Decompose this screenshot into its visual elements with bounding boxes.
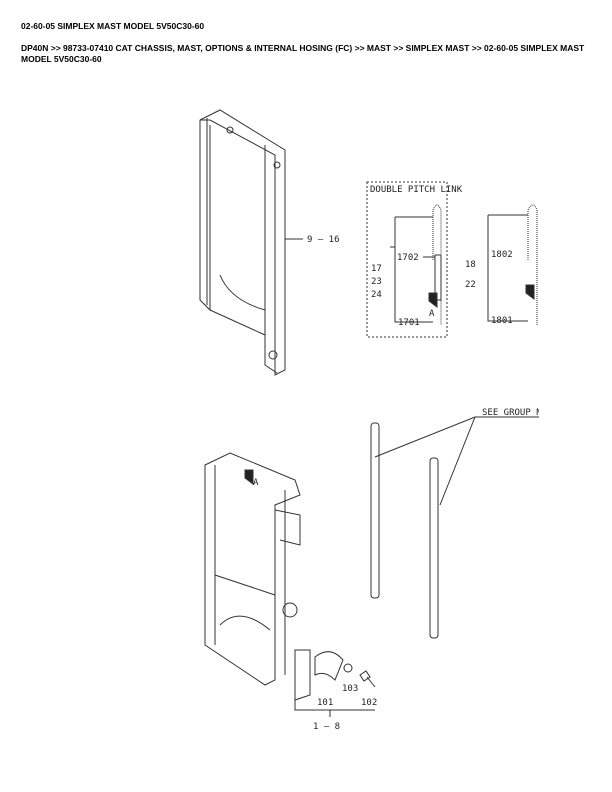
callout-102: 102 <box>361 698 377 708</box>
lift-cylinder-2 <box>429 457 439 639</box>
callout-1702: 1702 <box>397 253 419 263</box>
callout-1-8: 1 — 8 <box>313 722 340 732</box>
bracket-line <box>394 247 433 323</box>
callout-22: 22 <box>465 280 476 290</box>
double-pitch-link-label: DOUBLE PITCH LINK <box>370 185 463 195</box>
detail-a-label: A <box>429 309 435 319</box>
inner-mast-drawing <box>204 452 311 701</box>
bracket-18 <box>487 215 528 322</box>
callout-23: 23 <box>371 277 382 287</box>
callout-1701: 1701 <box>398 318 420 328</box>
leader-see-group <box>374 416 550 458</box>
see-group-label: SEE GROUP N <box>482 408 539 418</box>
bracket-17 <box>390 217 396 248</box>
callout-18: 18 <box>465 260 476 270</box>
callout-9-16: 9 — 16 <box>307 235 340 245</box>
part-101-drawing <box>314 651 344 681</box>
part-102-drawing <box>359 670 376 688</box>
callout-101: 101 <box>317 698 333 708</box>
parts-diagram: 9 — 16 DOUBLE PITCH LINK 17 23 24 1702 1… <box>145 85 550 750</box>
double-pitch-link-box <box>366 181 448 338</box>
lift-cylinder-1 <box>370 422 380 599</box>
outer-mast-drawing <box>199 109 286 376</box>
chain-drawing-1 <box>428 204 442 325</box>
callout-103: 103 <box>342 684 358 694</box>
breadcrumb: DP40N >> 98733-07410 CAT CHASSIS, MAST, … <box>21 43 585 64</box>
callout-1802: 1802 <box>491 250 513 260</box>
leader-see-group <box>439 416 476 506</box>
chain-drawing-2 <box>525 204 538 325</box>
part-103-drawing <box>343 663 353 673</box>
detail-a-label-lower: A <box>253 478 259 488</box>
callout-1801: 1801 <box>491 316 513 326</box>
callout-24: 24 <box>371 290 382 300</box>
callout-17: 17 <box>371 264 382 274</box>
page-title: 02-60-05 SIMPLEX MAST MODEL 5V50C30-60 <box>21 21 205 31</box>
bracket-1-8 <box>294 700 375 711</box>
